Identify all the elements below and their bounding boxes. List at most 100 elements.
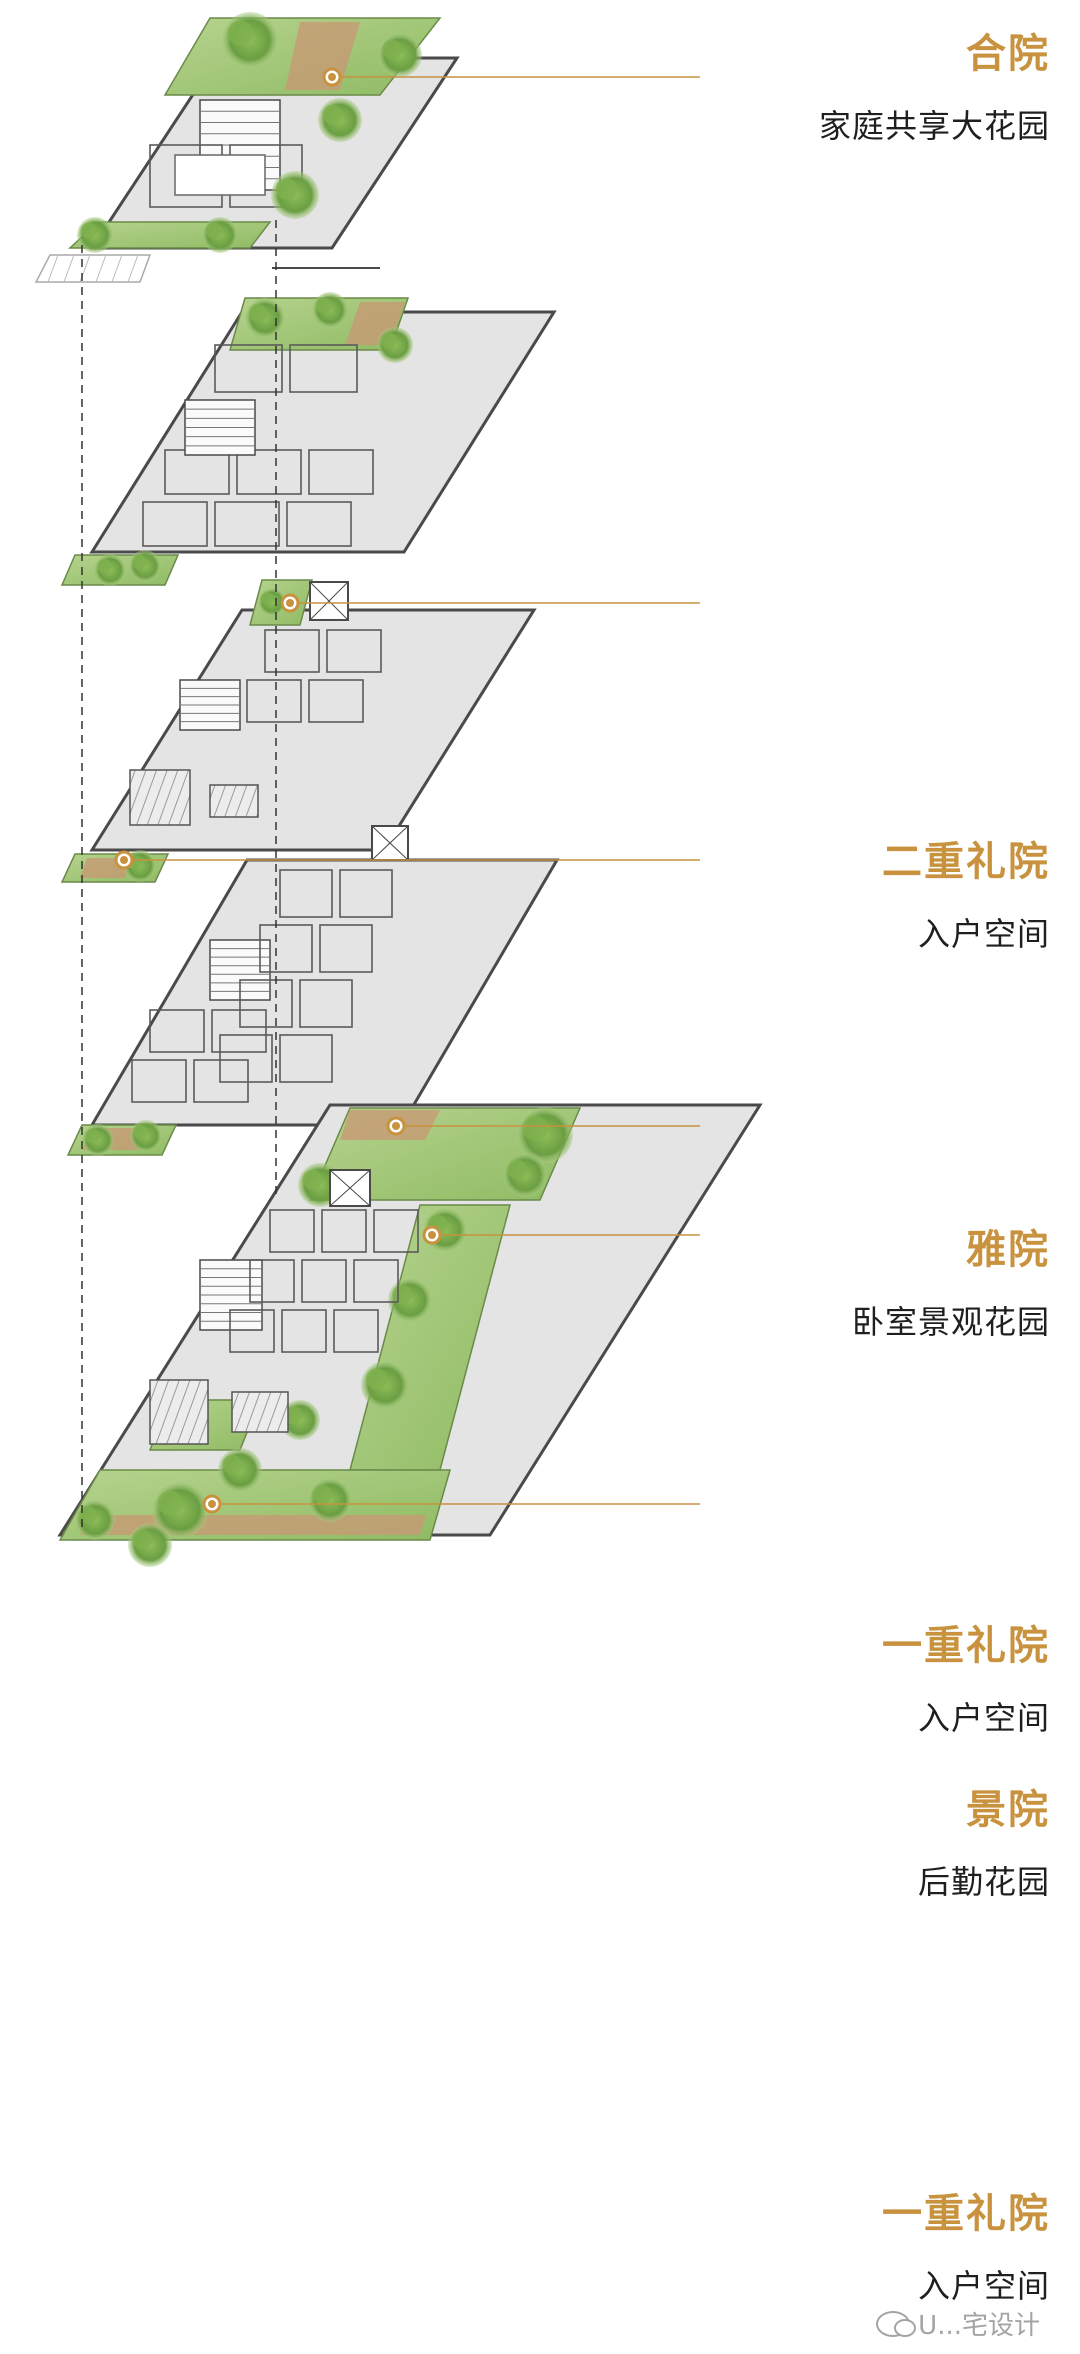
elevator-x xyxy=(309,581,349,621)
room-partition xyxy=(269,1209,315,1253)
tree xyxy=(507,1159,528,1180)
pergola-slat xyxy=(127,254,139,283)
label-subtitle: 入户空间 xyxy=(917,1699,1050,1737)
floor-slab xyxy=(89,858,560,1127)
pergola-slat xyxy=(47,254,59,283)
room-partition xyxy=(333,1309,379,1353)
tree xyxy=(315,297,332,314)
label-hey-yuan: 合院 家庭共享大花园 xyxy=(819,30,1050,146)
label-subtitle: 卧室景观花园 xyxy=(851,1303,1050,1341)
elevator-x xyxy=(371,825,409,861)
room-partition xyxy=(279,1034,333,1083)
level-3 xyxy=(60,579,537,883)
room-partition xyxy=(286,501,352,547)
level-roof xyxy=(34,12,460,283)
tree xyxy=(97,558,112,574)
wood-deck xyxy=(285,22,360,90)
room-partition xyxy=(193,1059,249,1103)
label-scenic-court: 景院 后勤花园 xyxy=(918,1786,1050,1902)
tree xyxy=(157,1490,183,1516)
label-title: 合院 xyxy=(966,31,1050,77)
tree xyxy=(260,592,274,605)
tree xyxy=(132,554,147,570)
stairs xyxy=(179,679,241,731)
elevator-x xyxy=(329,1169,371,1207)
watermark-text: U...宅设计 xyxy=(918,2311,1040,2341)
table xyxy=(209,784,259,818)
level-ground xyxy=(57,1103,763,1567)
room-partition xyxy=(211,1009,267,1053)
tree xyxy=(227,20,253,46)
room-partition xyxy=(339,869,393,918)
tree xyxy=(249,304,267,322)
tree xyxy=(85,1128,100,1144)
tree xyxy=(79,1506,97,1524)
room-partition xyxy=(246,679,302,723)
marker-hey-yuan-center xyxy=(328,73,336,81)
tree xyxy=(275,178,298,200)
label-first-ritual-court: 一重礼院 入户空间 xyxy=(882,1622,1050,1738)
label-second-ritual-court: 二重礼院 入户空间 xyxy=(882,838,1050,954)
level-4 xyxy=(66,825,560,1156)
tree xyxy=(522,1115,548,1141)
floor-slab xyxy=(89,310,557,554)
label-subtitle: 家庭共享大花园 xyxy=(818,107,1050,145)
marker-first-ritual-center xyxy=(392,1122,400,1130)
tree xyxy=(133,1124,148,1140)
tree xyxy=(312,1484,333,1505)
label-subtitle: 后勤花园 xyxy=(917,1863,1050,1901)
tree xyxy=(132,1529,153,1550)
tree xyxy=(205,222,222,239)
label-elegant-court: 雅院 卧室景观花园 xyxy=(852,1226,1050,1342)
marker-first-ritual-bottom-center xyxy=(208,1500,216,1508)
room-partition xyxy=(249,1259,295,1303)
watermark: U...宅设计 xyxy=(876,2305,1040,2342)
tree xyxy=(380,332,397,349)
room-partition xyxy=(301,1259,347,1303)
stairs xyxy=(184,399,256,456)
room-partition xyxy=(326,629,382,673)
room-partition xyxy=(319,924,373,973)
room-partition xyxy=(373,1209,419,1253)
room-partition xyxy=(321,1209,367,1253)
dining-table xyxy=(149,1379,209,1445)
tree xyxy=(365,1368,388,1390)
pergola-outline xyxy=(34,254,152,283)
label-title: 一重礼院 xyxy=(882,2191,1050,2237)
room-partition xyxy=(308,679,364,723)
wood-deck xyxy=(80,1515,426,1535)
room-partition xyxy=(149,1009,205,1053)
wechat-icon xyxy=(876,2310,917,2337)
room-partition xyxy=(259,924,313,973)
tree xyxy=(322,104,343,125)
room-partition xyxy=(229,1309,275,1353)
room-partition xyxy=(131,1059,187,1103)
label-subtitle: 入户空间 xyxy=(917,2267,1050,2305)
room-partition xyxy=(214,501,280,547)
room-partition xyxy=(299,979,353,1028)
dining-table xyxy=(129,769,191,826)
tree xyxy=(302,1169,323,1190)
pergola-slat xyxy=(111,254,123,283)
room-partition xyxy=(219,1034,273,1083)
pergola-slat xyxy=(95,254,107,283)
pergola-slat xyxy=(63,254,75,283)
room-partition xyxy=(214,344,283,393)
label-subtitle: 入户空间 xyxy=(917,915,1050,953)
bed xyxy=(174,154,266,196)
label-title: 二重礼院 xyxy=(882,839,1050,885)
room-partition xyxy=(264,629,320,673)
label-title: 景院 xyxy=(966,1787,1050,1833)
tree xyxy=(80,222,97,239)
room-partition xyxy=(289,344,358,393)
room-partition xyxy=(236,449,302,495)
label-first-ritual-court-bottom: 一重礼院 入户空间 xyxy=(882,2190,1050,2306)
room-partition xyxy=(281,1309,327,1353)
room-partition xyxy=(353,1259,399,1303)
level-2 xyxy=(60,267,557,586)
tree xyxy=(222,1454,243,1475)
room-partition xyxy=(142,501,208,547)
label-title: 一重礼院 xyxy=(882,1623,1050,1669)
